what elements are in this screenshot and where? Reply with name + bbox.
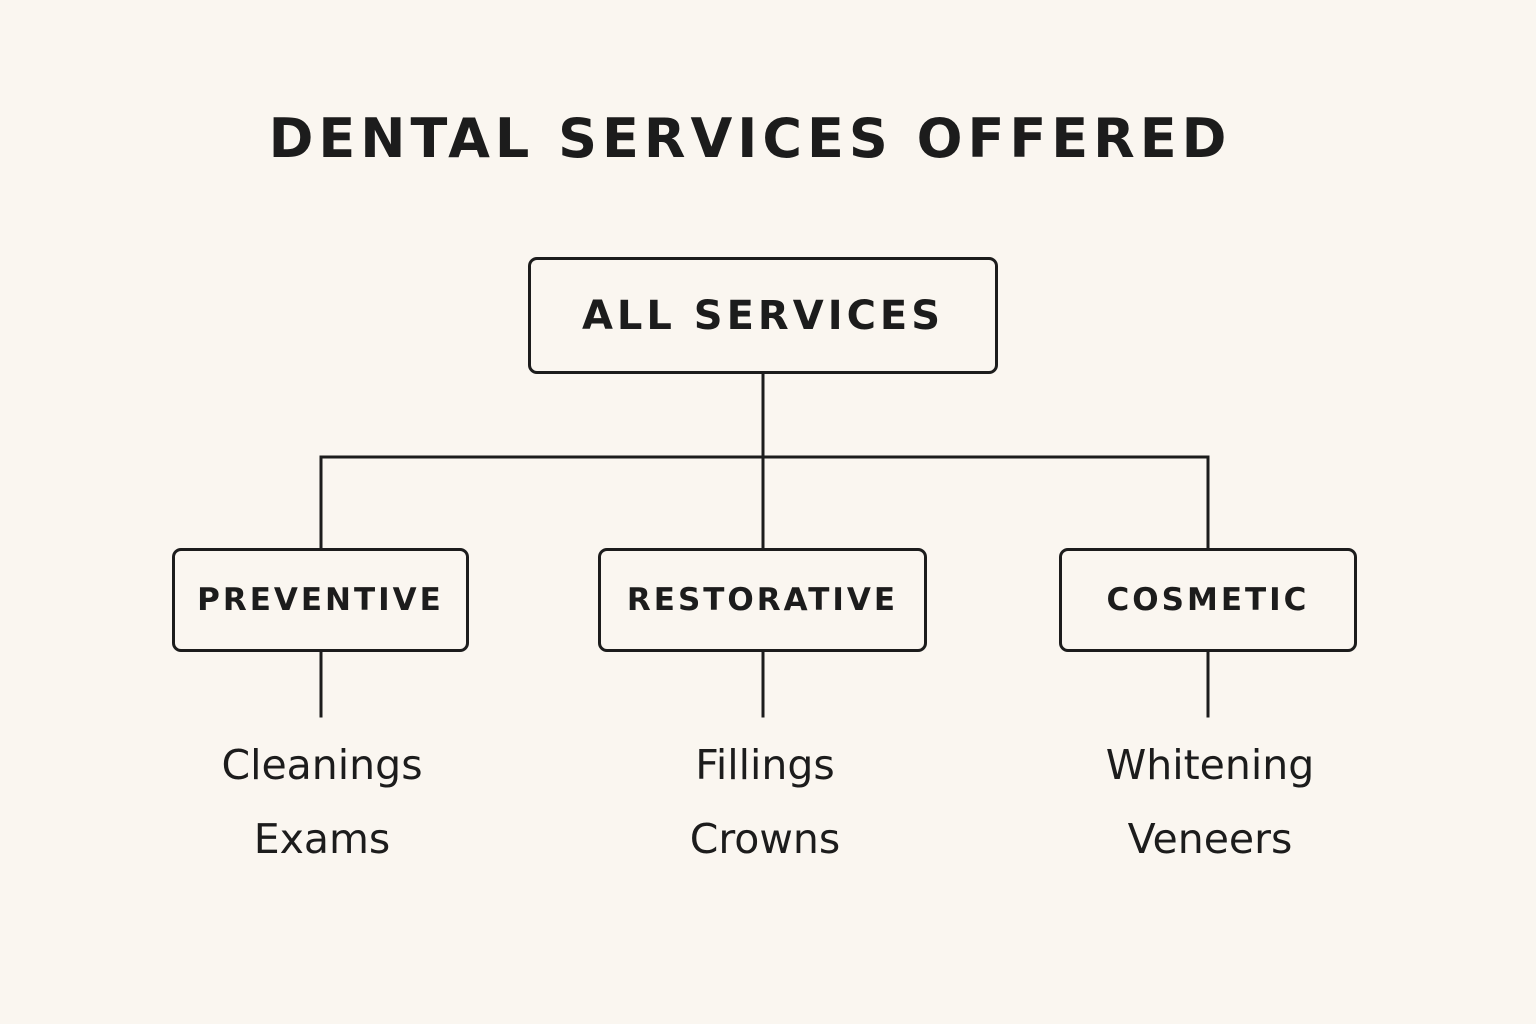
category-node-restorative: RESTORATIVE	[598, 548, 927, 652]
diagram-title: DENTAL SERVICES OFFERED	[268, 107, 1232, 170]
category-node-preventive: PREVENTIVE	[172, 548, 469, 652]
service-item: Whitening	[1105, 741, 1315, 789]
category-label-cosmetic: COSMETIC	[1106, 582, 1310, 618]
root-node-label: ALL SERVICES	[581, 292, 945, 339]
service-list-restorative: Fillings Crowns	[585, 728, 945, 876]
service-item: Crowns	[689, 815, 841, 863]
service-item: Fillings	[695, 741, 835, 789]
service-list-cosmetic: Whitening Veneers	[1030, 728, 1390, 876]
category-label-restorative: RESTORATIVE	[626, 582, 899, 618]
category-node-cosmetic: COSMETIC	[1059, 548, 1357, 652]
root-node-all-services: ALL SERVICES	[528, 257, 998, 374]
service-item: Veneers	[1127, 815, 1293, 863]
category-label-preventive: PREVENTIVE	[197, 582, 444, 618]
service-item: Cleanings	[221, 741, 423, 789]
service-item: Exams	[253, 815, 391, 863]
service-list-preventive: Cleanings Exams	[142, 728, 502, 876]
